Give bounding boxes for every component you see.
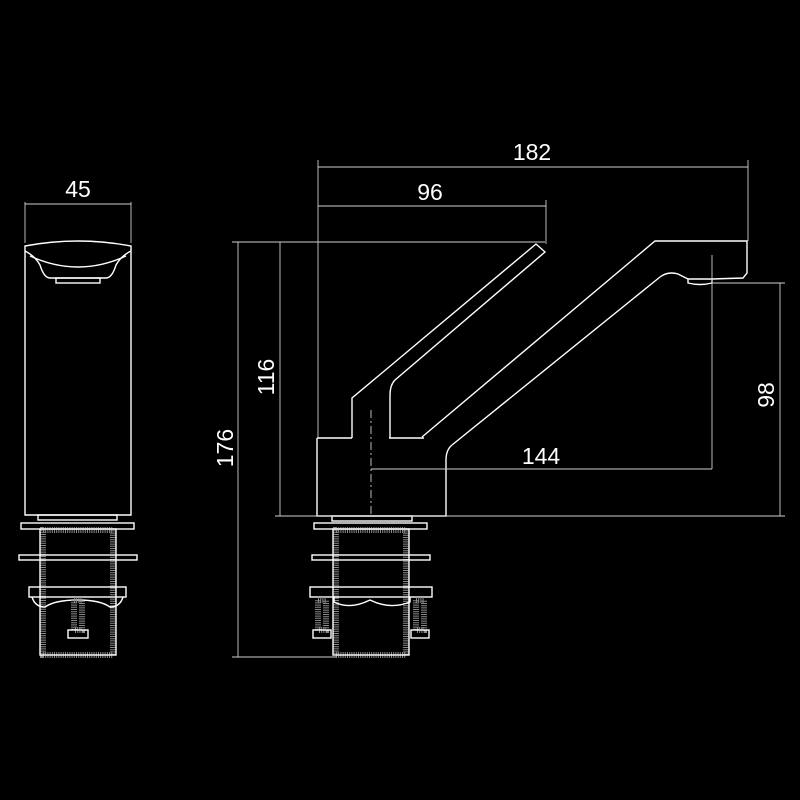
front-aerator: [55, 277, 101, 284]
front-view: 45: [18, 176, 138, 658]
side-bolt-left: [315, 597, 329, 633]
front-bolt-head: [67, 629, 89, 639]
front-collar: [37, 514, 118, 521]
side-view: 182 96 176 116 98 144: [212, 139, 785, 658]
side-aerator: [687, 278, 713, 286]
front-head-inner: [29, 255, 127, 268]
dim-label-spout-height: 98: [753, 382, 779, 408]
dim-label-overall-length: 182: [513, 139, 551, 165]
side-plate-top: [313, 522, 428, 530]
front-body: [24, 240, 132, 516]
dim-label-front-width: 45: [65, 176, 91, 202]
front-nut-lobes: [31, 596, 124, 608]
side-bolt-right: [413, 597, 427, 633]
side-spout: [421, 240, 748, 446]
side-collar: [331, 515, 413, 522]
dim-label-spout-reach: 144: [522, 443, 561, 469]
front-plate-top: [20, 522, 135, 530]
side-shank-outline: [332, 528, 410, 656]
front-shank-outline: [39, 528, 117, 656]
front-head-curve: [24, 250, 132, 279]
side-base-block: [316, 438, 453, 517]
dim-label-handle-reach: 96: [417, 179, 443, 205]
front-plate-bottom: [18, 554, 138, 561]
side-nut: [309, 586, 433, 598]
dim-label-body-height: 116: [253, 359, 279, 396]
side-bolt-head-right: [410, 629, 430, 639]
dim-label-overall-height: 176: [212, 429, 238, 467]
front-nut: [28, 586, 127, 598]
front-threaded-shank: [40, 527, 116, 658]
side-bolt-head-left: [312, 629, 332, 639]
side-threaded-shank: [333, 527, 409, 658]
front-bolt-thread: [71, 597, 85, 633]
side-handle: [351, 243, 547, 438]
side-plate-bottom: [311, 554, 431, 561]
